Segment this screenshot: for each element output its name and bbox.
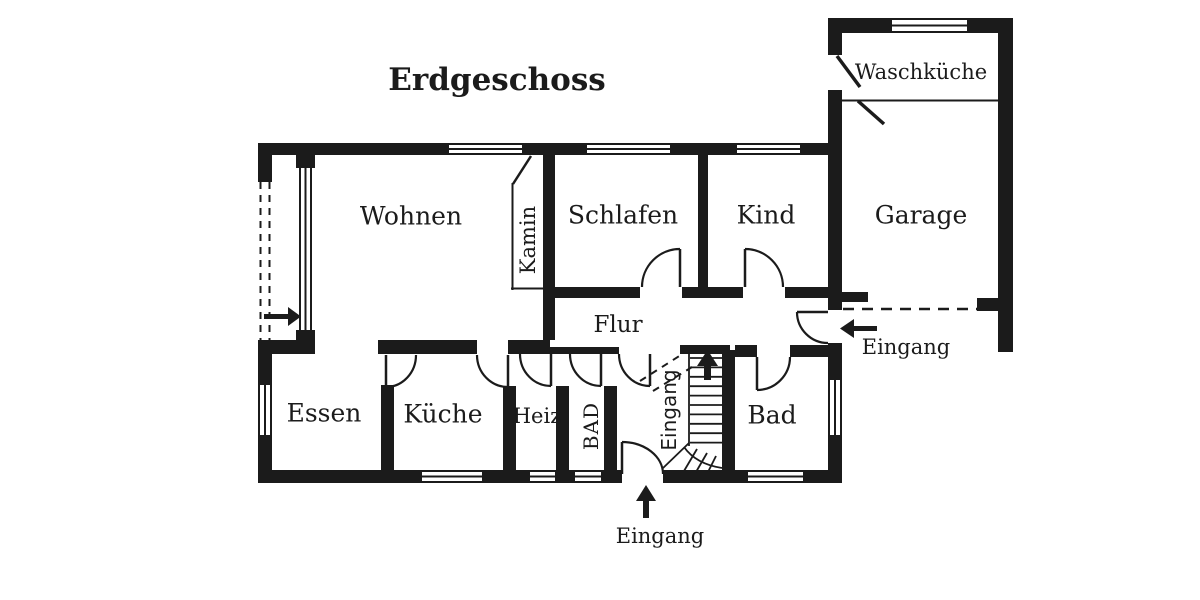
door-kueche bbox=[475, 354, 510, 389]
wall-kueche-heiz bbox=[503, 386, 516, 470]
window-schlafen-top bbox=[587, 143, 670, 155]
label-heiz: Heiz bbox=[513, 404, 562, 428]
house-right-wall bbox=[828, 18, 842, 483]
garage-opening-stub-left bbox=[842, 292, 868, 302]
wall-wohnen-schlafen bbox=[543, 155, 555, 340]
entrance-right-arrow bbox=[840, 319, 877, 338]
label-eingang-bottom: Eingang bbox=[616, 524, 705, 548]
staircase bbox=[661, 350, 723, 473]
flur-bottom-lintel bbox=[550, 347, 619, 354]
label-bad-wc: BAD bbox=[579, 402, 603, 450]
garage-door-leaf bbox=[856, 99, 886, 126]
page-title: Erdgeschoss bbox=[388, 62, 605, 98]
door-essen-kueche bbox=[384, 354, 418, 389]
terrace-dashed-wall bbox=[259, 182, 271, 340]
stair-up-arrow bbox=[697, 350, 718, 380]
label-wohnen: Wohnen bbox=[360, 202, 462, 231]
house-bottom-wall bbox=[258, 470, 842, 483]
window-kind-top bbox=[737, 143, 800, 155]
label-kueche: Küche bbox=[403, 400, 482, 429]
window-bad-bottom bbox=[748, 470, 803, 483]
entrance-bottom-arrow bbox=[636, 485, 656, 518]
terrace-entry-arrow bbox=[264, 307, 301, 326]
window-essen-left bbox=[258, 385, 272, 435]
kamin-enclosure bbox=[511, 155, 545, 290]
label-bad: Bad bbox=[747, 401, 796, 430]
wall-heiz-badwc bbox=[556, 386, 569, 470]
house-top-wall bbox=[258, 143, 842, 155]
wall-schlafen-kind bbox=[698, 155, 708, 287]
waschkueche-door-leaf bbox=[835, 54, 862, 89]
wall-badwc-hall bbox=[604, 386, 617, 470]
window-badwc-bottom bbox=[575, 470, 601, 483]
label-eingang-hall: Eingang bbox=[657, 369, 681, 450]
door-bad bbox=[755, 356, 792, 392]
label-eingang-right: Eingang bbox=[862, 335, 951, 359]
label-kamin: Kamin bbox=[516, 206, 540, 274]
label-flur: Flur bbox=[593, 312, 642, 338]
label-garage: Garage bbox=[875, 201, 968, 230]
label-kind: Kind bbox=[737, 201, 796, 230]
door-kind bbox=[743, 247, 785, 288]
stair-winder-curve bbox=[683, 446, 723, 469]
window-heiz-bottom bbox=[530, 470, 555, 483]
kamin-diagonal bbox=[511, 155, 533, 185]
garage-opening-stub-right bbox=[977, 298, 998, 311]
wall-essen-kueche bbox=[381, 385, 394, 470]
door-entrance-right bbox=[795, 310, 829, 345]
window-bad-right bbox=[828, 380, 842, 435]
bad-top-wall bbox=[735, 345, 828, 357]
door-badwc bbox=[568, 353, 603, 388]
label-essen: Essen bbox=[287, 399, 362, 428]
window-waschkueche-top bbox=[892, 18, 967, 33]
door-heiz bbox=[518, 353, 553, 388]
window-kueche-bottom bbox=[422, 470, 482, 483]
flur-top-wall bbox=[545, 287, 828, 298]
garage-walls bbox=[828, 18, 1013, 352]
window-wohnen-top bbox=[449, 143, 522, 155]
label-schlafen: Schlafen bbox=[568, 201, 678, 230]
door-schlafen bbox=[640, 247, 682, 288]
wall-stairs-bad bbox=[722, 350, 735, 470]
label-waschkueche: Waschküche bbox=[855, 60, 987, 84]
patio-window-wohnen bbox=[296, 155, 315, 343]
wall-above-stairs bbox=[680, 345, 730, 354]
wohnen-bottom-wall bbox=[378, 340, 550, 354]
door-flur-hall bbox=[617, 353, 652, 388]
